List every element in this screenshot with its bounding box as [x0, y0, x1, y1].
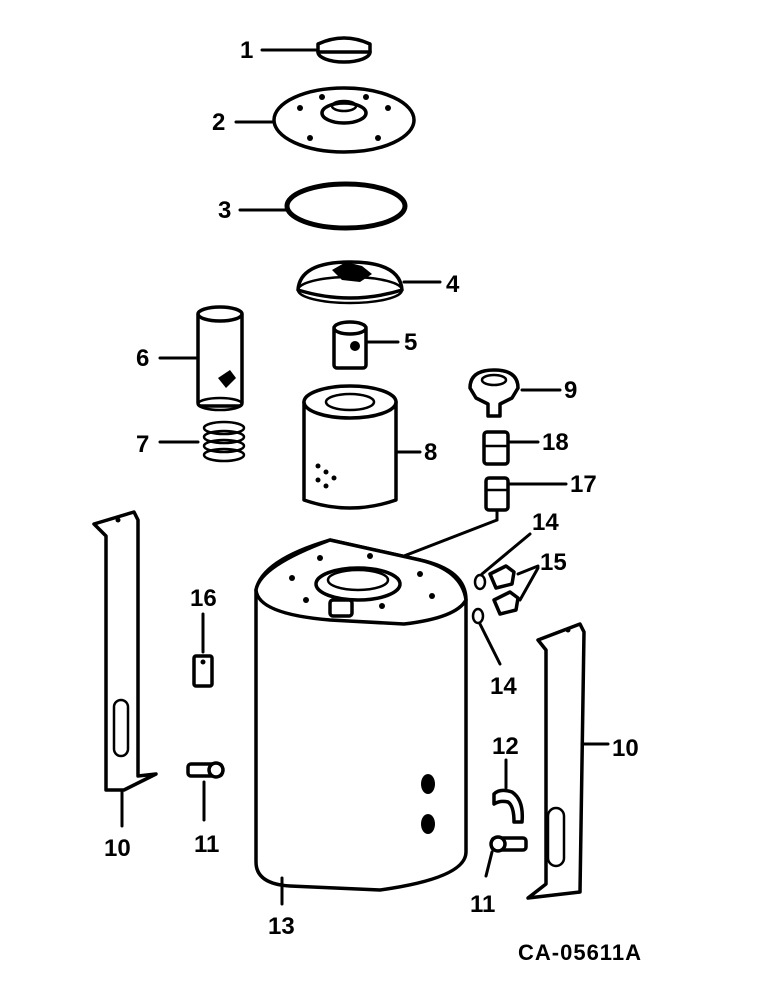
part-11-bolt-right	[484, 835, 528, 878]
callout-3: 3	[218, 197, 231, 224]
part-12-elbow	[492, 758, 525, 824]
callout-6: 6	[136, 345, 149, 372]
callout-14-upper: 14	[532, 509, 559, 536]
part-1-cap	[260, 36, 372, 64]
callout-1: 1	[240, 37, 253, 64]
callout-10-right: 10	[612, 735, 639, 762]
part-15-plug-lower	[492, 564, 540, 616]
part-9-valve-head	[468, 368, 562, 418]
callout-13: 13	[268, 913, 295, 940]
callout-18: 18	[542, 429, 569, 456]
part-8-filter-element	[302, 384, 422, 510]
callout-15: 15	[540, 549, 567, 576]
part-4-filter-cover	[296, 260, 442, 305]
part-7-spring	[158, 420, 246, 463]
callout-14-lower: 14	[490, 673, 517, 700]
part-14-washer-lower	[471, 607, 502, 666]
part-14-washer-upper	[473, 532, 532, 591]
part-5-sleeve	[332, 320, 400, 370]
part-3-gasket-ring	[238, 181, 408, 231]
callout-4: 4	[446, 271, 460, 298]
part-16-plate	[192, 612, 214, 688]
callout-12: 12	[492, 733, 519, 760]
callout-11-left: 11	[194, 831, 219, 858]
part-11-bolt-left	[186, 761, 225, 822]
callout-11-right: 11	[470, 891, 495, 918]
callout-10-left: 10	[104, 835, 131, 862]
callout-7: 7	[136, 431, 149, 458]
callout-8: 8	[424, 439, 437, 466]
callout-5: 5	[404, 329, 417, 356]
part-6-strainer-tube	[158, 305, 244, 412]
callout-2: 2	[212, 109, 225, 136]
part-13-reservoir-tank	[254, 538, 468, 906]
part-10-bracket-left	[92, 510, 158, 828]
part-15-plug-upper	[488, 564, 516, 590]
part-10-bracket-right	[526, 622, 610, 900]
callout-17: 17	[570, 471, 597, 498]
drawing-code: CA-05611A	[518, 940, 642, 965]
callout-9: 9	[564, 377, 577, 404]
part-18-fitting	[482, 430, 540, 466]
callout-16: 16	[190, 585, 217, 612]
part-2-flange-plate	[234, 86, 416, 154]
